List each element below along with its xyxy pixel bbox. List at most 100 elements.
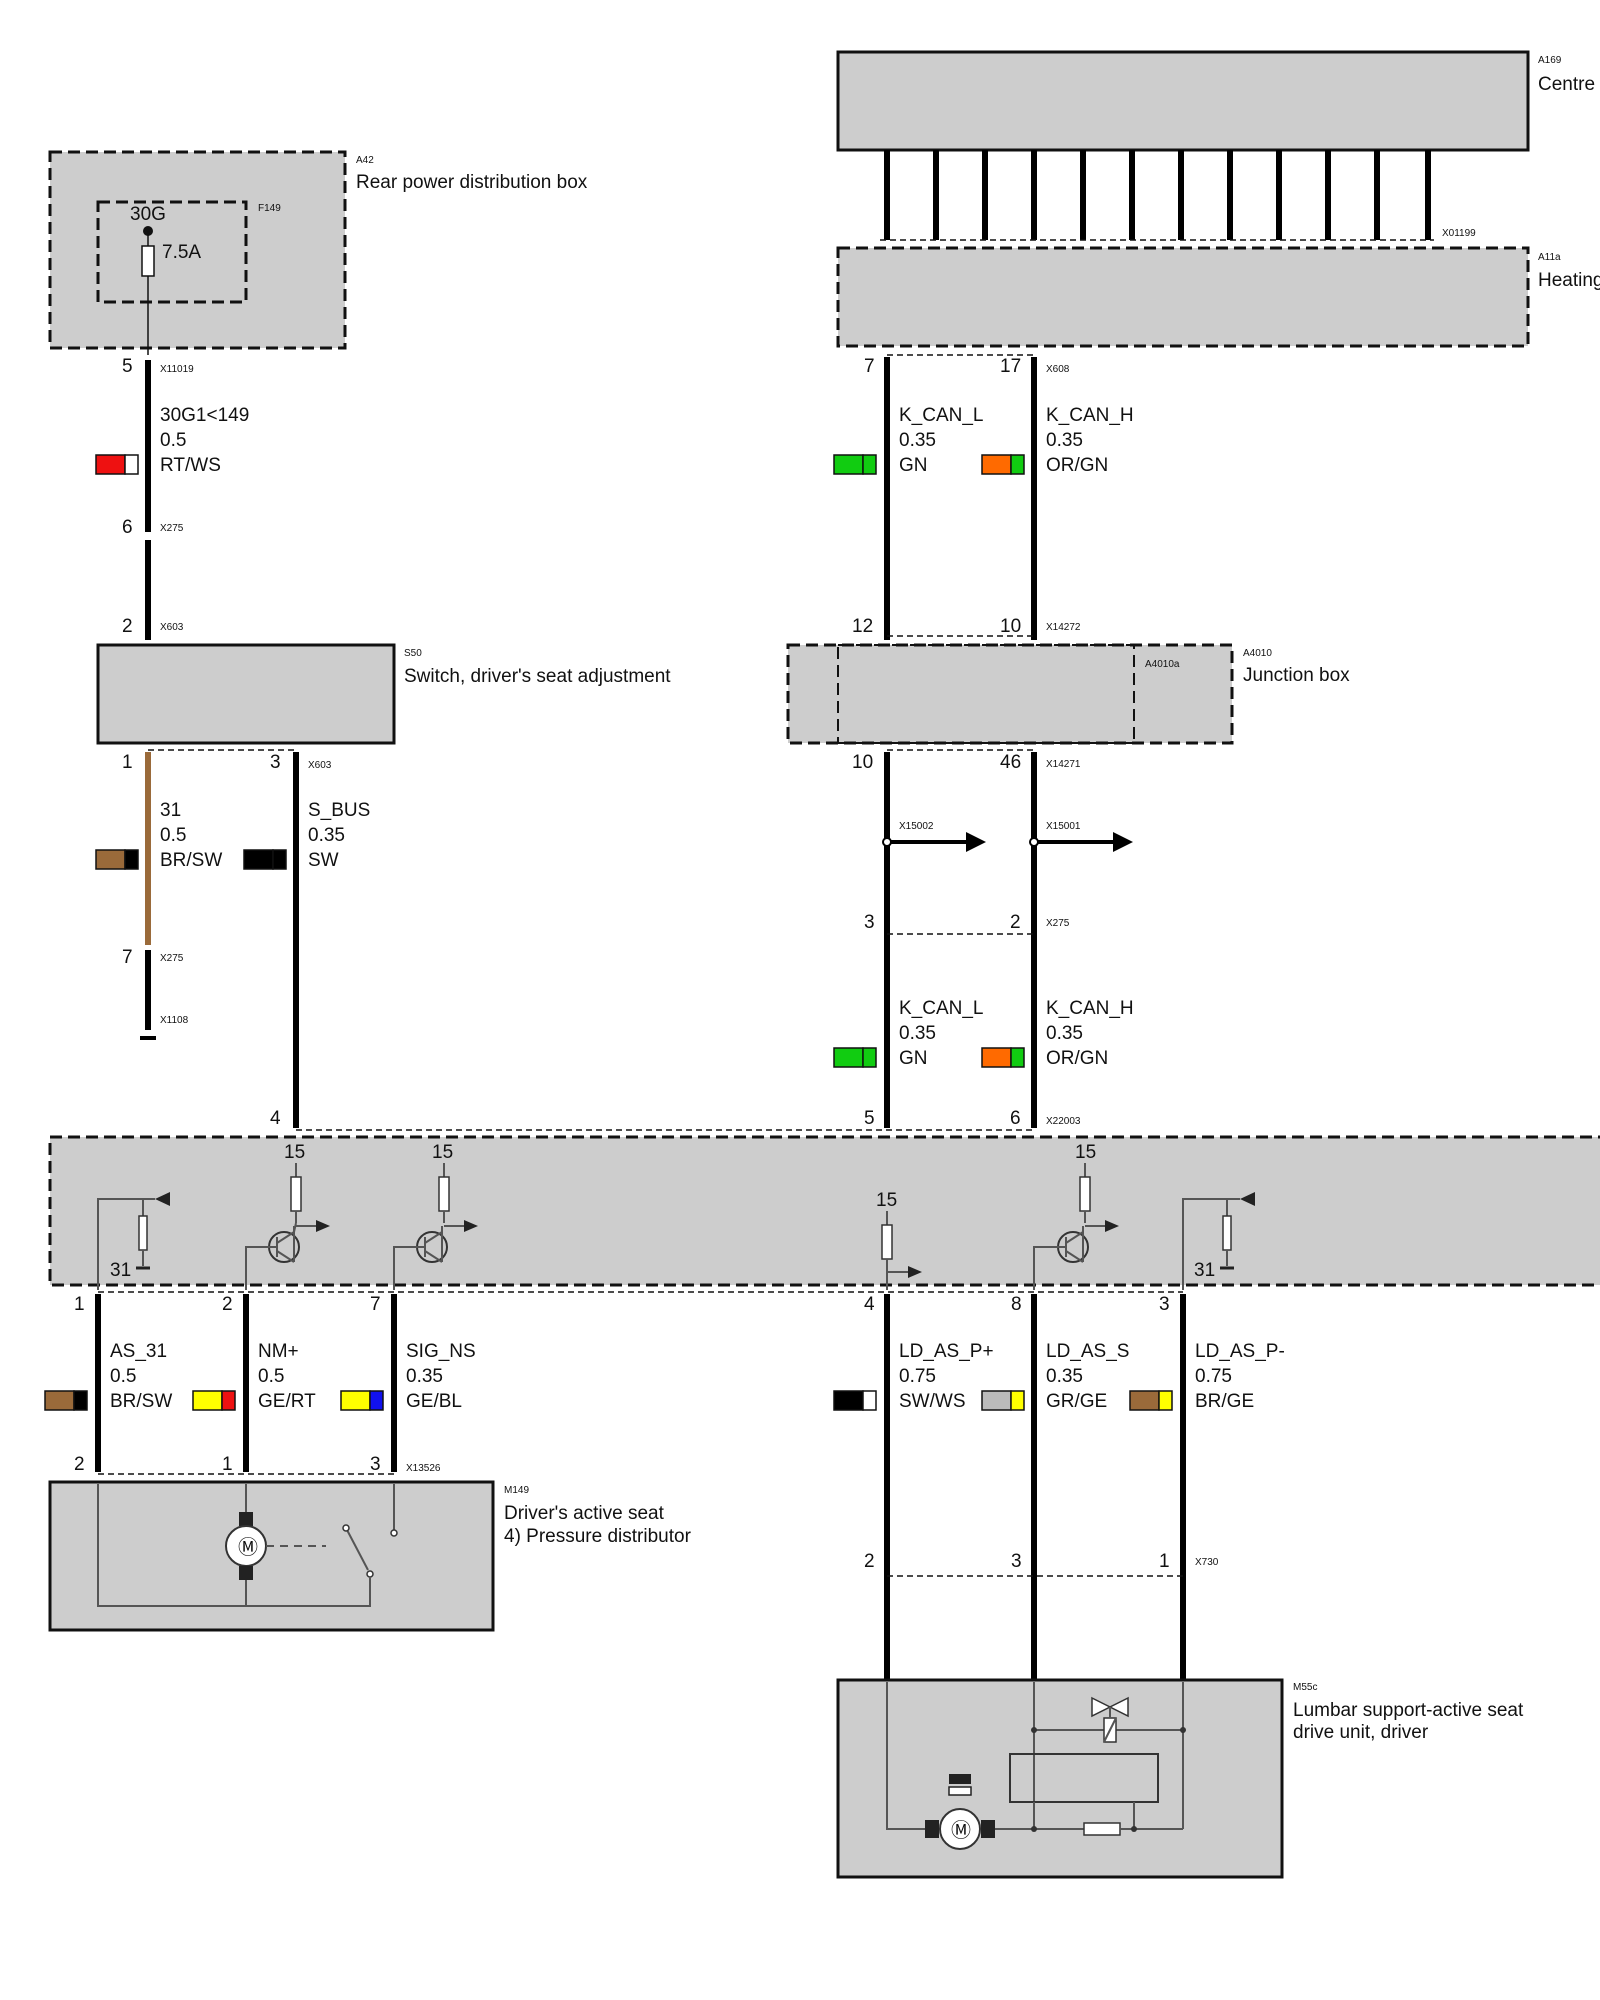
pin-ecu-6: 6 — [1010, 1108, 1021, 1129]
wsigns-name: SIG_NS — [406, 1341, 476, 1362]
internal-transistor-lds: 15 — [1033, 1142, 1119, 1290]
wldp-swatch-a — [833, 1390, 864, 1411]
wkcanh1-swatch-b — [1010, 454, 1025, 475]
a11a-code: A11a — [1538, 252, 1561, 263]
pin-ecu-7: 7 — [370, 1294, 381, 1315]
was31-name: AS_31 — [110, 1341, 167, 1362]
wlds-swatch-b — [1010, 1390, 1025, 1411]
wnm-color: GE/RT — [258, 1391, 316, 1412]
wkcanh1-size: 0.35 — [1046, 430, 1083, 451]
m55c-box — [836, 1678, 1284, 1879]
pin-jb-12: 12 — [852, 616, 873, 637]
wlds-size: 0.35 — [1046, 1366, 1083, 1387]
pump-icon — [949, 1774, 971, 1784]
control-electronics-box — [1009, 1753, 1159, 1803]
wlds-name: LD_AS_S — [1046, 1341, 1129, 1362]
pin-m55c-2: 2 — [864, 1551, 875, 1572]
wnm-name: NM+ — [258, 1341, 299, 1362]
arrow-right-icon — [1113, 832, 1133, 852]
a169-box — [836, 50, 1530, 152]
m55c-name-line2: drive unit, driver — [1293, 1722, 1429, 1743]
pin-m149-1: 1 — [222, 1454, 233, 1475]
wsigns-size: 0.35 — [406, 1366, 443, 1387]
wkcanh2-swatch-b — [1010, 1047, 1025, 1068]
x603-label-b: X603 — [308, 760, 332, 771]
wkcanl1-swatch-b — [862, 454, 877, 475]
wldm-swatch-a — [1129, 1390, 1160, 1411]
pin-x275-3: 3 — [864, 912, 875, 933]
m149-box — [48, 1480, 495, 1632]
w30g-color: RT/WS — [160, 455, 221, 476]
a4010-name: Junction box — [1243, 665, 1350, 686]
x603-label-a: X603 — [160, 622, 184, 633]
x11019-label: X11019 — [160, 364, 194, 375]
wkcanh2-color: OR/GN — [1046, 1048, 1108, 1069]
pin-jb-46: 46 — [1000, 752, 1021, 773]
x22003-label: X22003 — [1046, 1116, 1081, 1127]
ecu-t15-a: 15 — [284, 1142, 305, 1163]
wkcanl1-swatch-a — [833, 454, 864, 475]
wkcanl2-size: 0.35 — [899, 1023, 936, 1044]
f149-terminal: 30G — [130, 204, 166, 225]
resistor-icon — [138, 1215, 148, 1251]
wnm-swatch-a — [192, 1390, 223, 1411]
pin-x275-2: 2 — [1010, 912, 1021, 933]
a4010-code: A4010 — [1243, 648, 1272, 659]
pin-m55c-3: 3 — [1011, 1551, 1022, 1572]
wkcanh2-size: 0.35 — [1046, 1023, 1083, 1044]
was31-swatch-b — [73, 1390, 88, 1411]
pin-ecu-3: 3 — [1159, 1294, 1170, 1315]
wnm-size: 0.5 — [258, 1366, 284, 1387]
wkcanh2-name: K_CAN_H — [1046, 998, 1134, 1019]
pin-a11a-17: 17 — [1000, 356, 1021, 377]
m149-name-line2: 4) Pressure distributor — [504, 1526, 692, 1547]
wkcanh1-swatch-a — [981, 454, 1012, 475]
resistor-icon — [438, 1176, 450, 1212]
wsbus-name: S_BUS — [308, 800, 370, 821]
pin-ecu-1: 1 — [74, 1294, 85, 1315]
a4010a-box — [837, 644, 1135, 744]
x275-label-b: X275 — [160, 953, 184, 964]
wsigns-swatch-a — [340, 1390, 371, 1411]
wkcanl2-color: GN — [899, 1048, 928, 1069]
internal-transistor-nm: 15 — [245, 1142, 330, 1290]
pin-ecu-2: 2 — [222, 1294, 233, 1315]
x15001-label: X15001 — [1046, 821, 1081, 832]
wkcanl1-color: GN — [899, 455, 928, 476]
f149-box — [96, 200, 248, 304]
x01199-label: X01199 — [1442, 228, 1476, 239]
valve-icon — [1091, 1696, 1112, 1718]
arrow-right-icon — [966, 832, 986, 852]
x275-label-c: X275 — [1046, 918, 1070, 929]
was31-size: 0.5 — [110, 1366, 136, 1387]
pin-jb-10-out: 10 — [852, 752, 873, 773]
pin-ecu-5: 5 — [864, 1108, 875, 1129]
pin-x275-6: 6 — [122, 517, 133, 538]
wkcanh1-name: K_CAN_H — [1046, 405, 1134, 426]
wldm-swatch-b — [1158, 1390, 1173, 1411]
splice-x15001 — [1029, 837, 1039, 847]
x14272-label: X14272 — [1046, 622, 1081, 633]
resistor-icon — [881, 1224, 893, 1260]
resistor-icon — [1079, 1176, 1091, 1212]
m55c-code: M55c — [1293, 1682, 1317, 1693]
pin-ecu-4b: 4 — [864, 1294, 875, 1315]
m149-code: M149 — [504, 1485, 529, 1496]
wnm-swatch-b — [221, 1390, 236, 1411]
wsigns-color: GE/BL — [406, 1391, 462, 1412]
resistor-icon — [1083, 1822, 1121, 1836]
wsbus-color: SW — [308, 850, 339, 871]
pin-s50-1: 1 — [122, 752, 133, 773]
w31-name: 31 — [160, 800, 181, 821]
ecu-t15-d: 15 — [1075, 1142, 1096, 1163]
f149-code: F149 — [258, 203, 281, 214]
x608-label: X608 — [1046, 364, 1070, 375]
wkcanl2-swatch-a — [833, 1047, 864, 1068]
pin-jb-10-in: 10 — [1000, 616, 1021, 637]
w31-size: 0.5 — [160, 825, 186, 846]
pin-m149-3: 3 — [370, 1454, 381, 1475]
w31-swatch-b — [124, 849, 139, 870]
a42-code: A42 — [356, 155, 374, 166]
x730-label: X730 — [1195, 1557, 1219, 1568]
